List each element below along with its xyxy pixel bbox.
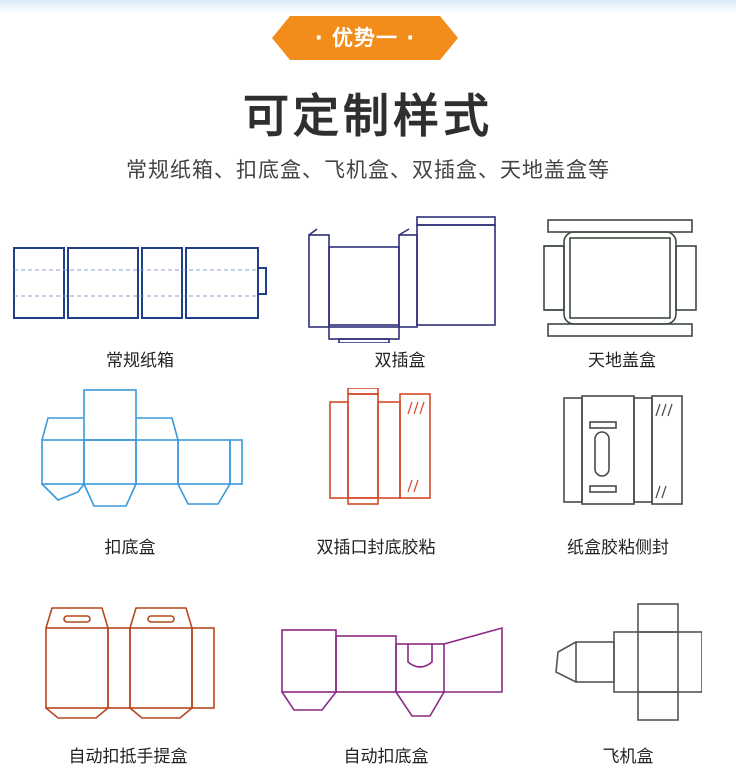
item-label-auto-lock-handle-box: 自动扣抵手提盒 <box>68 747 188 767</box>
auto-lock-bottom-box-die-line-icon <box>281 626 503 717</box>
regular-carton-die-line-icon <box>13 247 267 319</box>
banner-hexagon-shape <box>272 16 458 60</box>
item-label-lock-bottom-box: 扣底盒 <box>104 538 156 558</box>
item-label-mailer-box: 飞机盒 <box>602 747 654 767</box>
page-title: 可定制样式 <box>243 89 493 143</box>
double-tuck-glued-bottom-die-line-icon <box>329 388 431 505</box>
auto-lock-handle-box-die-line-icon <box>45 607 215 719</box>
double-tuck-box-die-line-icon <box>308 216 496 343</box>
item-label-double-tuck-box: 双插盒 <box>374 351 426 371</box>
item-label-lid-and-base-box: 天地盖盒 <box>588 351 656 371</box>
lid-and-base-box-die-line-icon <box>543 219 697 337</box>
advantage-banner: · 优势一 · <box>272 16 458 60</box>
item-label-regular-carton: 常规纸箱 <box>106 351 174 371</box>
item-label-auto-lock-bottom-box: 自动扣底盒 <box>343 747 429 767</box>
banner-label: · 优势一 · <box>314 26 416 50</box>
banner-hexagon <box>272 16 458 60</box>
side-glued-carton-die-line-icon <box>563 395 683 505</box>
top-gradient-band <box>0 0 736 14</box>
item-label-double-tuck-glued-bottom: 双插口封底胶粘 <box>316 538 436 558</box>
item-label-side-glued-carton: 纸盒胶粘侧封 <box>567 538 669 558</box>
mailer-box-die-line-icon <box>555 603 702 721</box>
lock-bottom-box-die-line-icon <box>41 389 243 507</box>
page-subtitle: 常规纸箱、扣底盒、飞机盒、双插盒、天地盖盒等 <box>126 158 610 182</box>
